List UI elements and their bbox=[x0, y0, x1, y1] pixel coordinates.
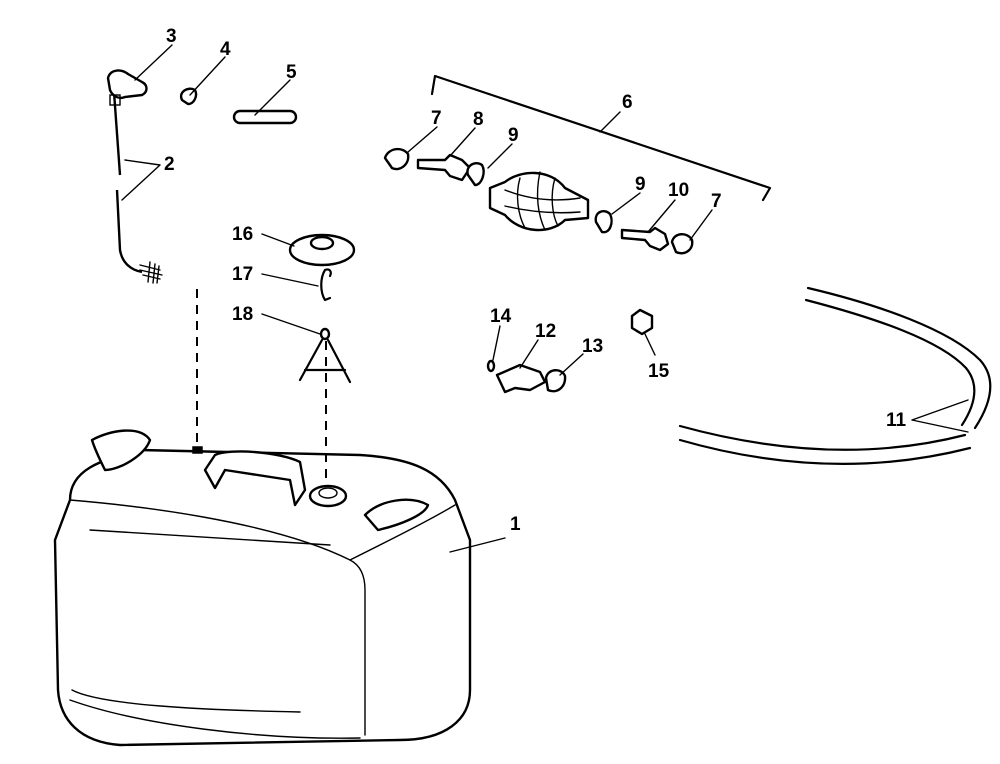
primer-bulb bbox=[488, 171, 590, 232]
callout-6: 6 bbox=[622, 92, 633, 113]
callout-3: 3 bbox=[166, 26, 177, 47]
hose-clamp-7-left bbox=[383, 147, 410, 171]
connector-10 bbox=[620, 226, 670, 252]
callout-5: 5 bbox=[286, 62, 297, 83]
hook-17 bbox=[320, 268, 332, 302]
callout-8: 8 bbox=[473, 109, 484, 130]
hose-piece-5 bbox=[232, 109, 298, 125]
callout-17: 17 bbox=[232, 264, 253, 285]
callout-1: 1 bbox=[510, 514, 521, 535]
o-ring-14 bbox=[486, 359, 496, 373]
callout-2: 2 bbox=[164, 154, 175, 175]
clip-18 bbox=[298, 327, 352, 384]
callout-9-left: 9 bbox=[508, 125, 519, 146]
elbow-fitting bbox=[106, 69, 148, 106]
callout-11: 11 bbox=[886, 410, 907, 431]
pickup-tube bbox=[112, 91, 163, 284]
callout-15: 15 bbox=[648, 361, 670, 382]
tank-connector-12 bbox=[495, 363, 547, 394]
hose-clamp-9-right bbox=[594, 210, 613, 234]
fuel-hose bbox=[678, 286, 992, 465]
callout-7-right: 7 bbox=[711, 191, 722, 212]
primer-bulb-bracket bbox=[430, 74, 772, 202]
connector-8 bbox=[416, 153, 472, 182]
callout-4: 4 bbox=[220, 39, 231, 60]
callout-16: 16 bbox=[232, 224, 253, 245]
hose-clamp-7-right bbox=[670, 233, 694, 255]
hose-clamp-9-left bbox=[466, 162, 485, 187]
callout-12: 12 bbox=[535, 321, 556, 342]
callout-10: 10 bbox=[668, 180, 689, 201]
leader-lines bbox=[121, 44, 969, 553]
callout-7-left: 7 bbox=[431, 108, 442, 129]
fuel-tank bbox=[53, 282, 472, 747]
callout-13: 13 bbox=[582, 336, 603, 357]
fuel-cap-16 bbox=[288, 233, 356, 267]
callout-18: 18 bbox=[232, 304, 253, 325]
callout-9-right: 9 bbox=[635, 174, 646, 195]
callout-14: 14 bbox=[490, 306, 512, 327]
nut-15 bbox=[630, 308, 654, 336]
